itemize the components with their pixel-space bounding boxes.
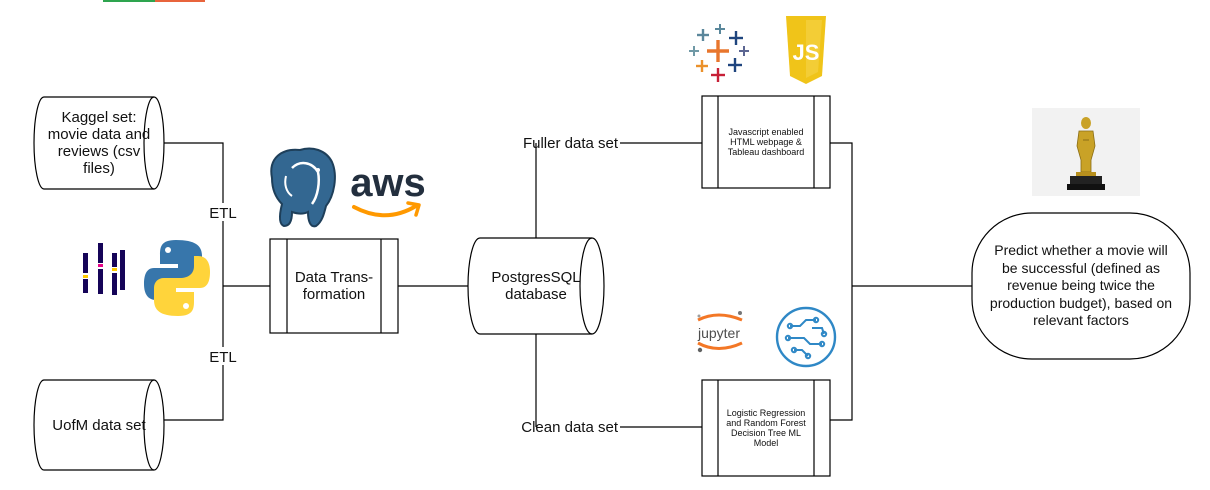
uofm-source-node: UofM data set [33, 379, 165, 471]
ml-node: Logistic Regression and Random Forest De… [701, 379, 831, 477]
ml-label: Logistic Regression and Random Forest De… [726, 408, 806, 448]
jupyter-logo-text: jupyter [697, 325, 740, 341]
jupyter-logo: jupyter [697, 311, 743, 353]
oscar-trophy-icon [1032, 108, 1140, 196]
etl-bottom-bg [200, 347, 246, 365]
database-label: PostgresSQL database [491, 269, 581, 303]
etl-bottom-label: ETL [209, 349, 237, 366]
viz-node: Javascript enabled HTML webpage & Tablea… [701, 95, 831, 189]
machine-learning-icon [775, 306, 837, 368]
js-logo-text: JS [793, 40, 820, 65]
transform-node: Data Trans-formation [269, 238, 399, 334]
clean-data-label: Clean data set [521, 419, 619, 436]
postgresql-elephant-icon [270, 147, 336, 228]
kaggle-source-label: Kaggel set: movie data and reviews (csv … [47, 109, 151, 177]
kaggle-source-node: Kaggel set: movie data and reviews (csv … [33, 96, 165, 190]
javascript-shield-icon: JS [786, 16, 826, 84]
transform-label: Data Trans-formation [294, 269, 374, 303]
aws-logo: aws [350, 161, 426, 218]
etl-top-label: ETL [209, 205, 237, 222]
aws-logo-text: aws [350, 161, 426, 205]
viz-label: Javascript enabled HTML webpage & Tablea… [727, 127, 805, 157]
goal-node: Predict whether a movie will be successf… [971, 212, 1191, 360]
goal-label: Predict whether a movie will be successf… [989, 242, 1173, 329]
connector-lines [164, 142, 972, 428]
top-green-mark [103, 0, 155, 2]
outputs-join-line [830, 142, 853, 421]
fuller-data-label: Fuller data set [523, 135, 619, 152]
top-orange-mark [155, 0, 205, 2]
tableau-icon [689, 24, 749, 82]
etl-connector [164, 142, 224, 421]
uofm-source-label: UofM data set [52, 416, 146, 434]
pandas-icon [83, 243, 125, 295]
database-node: PostgresSQL database [467, 237, 605, 335]
etl-top-bg [200, 203, 246, 221]
python-icon [144, 240, 210, 316]
